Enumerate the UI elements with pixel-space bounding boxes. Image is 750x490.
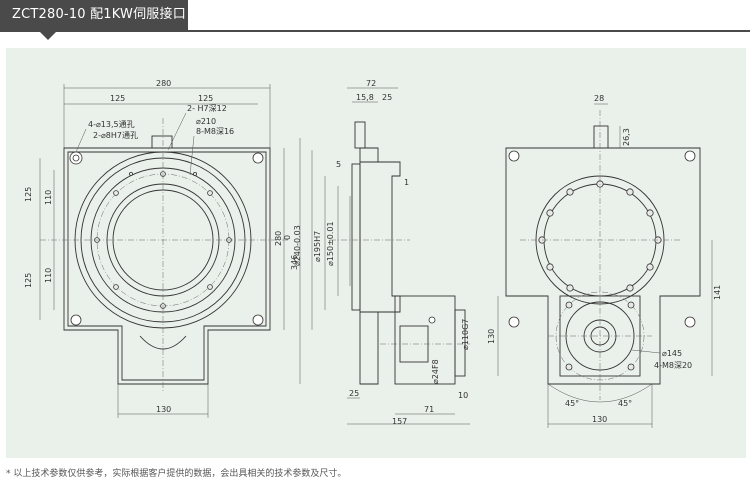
- footnote: * 以上技术参数仅供参考，实际根据客户提供的数据，会出具相关的技术参数及尺寸。: [6, 469, 347, 479]
- side-dim-110g7: ⌀110G7: [461, 319, 470, 350]
- front-dim-346: 346: [290, 255, 299, 270]
- side-dim-157: 157: [392, 417, 407, 426]
- page-title-tab: ZCT280-10 配1KW伺服接口: [0, 0, 188, 30]
- side-dim-15-8: 15,8: [356, 93, 374, 102]
- rear-view: 28 26,3 141 130 ⌀145 4-M8深20 45° 45° 130: [487, 94, 722, 428]
- callout-tapped: 8-M8深16: [196, 127, 234, 136]
- side-view: 72 15,8 25 5 1 0 ⌀240-0.03 ⌀195H7 ⌀150±0…: [283, 79, 470, 426]
- side-dim-10: 10: [458, 391, 468, 400]
- rear-dim-145: ⌀145: [662, 349, 682, 358]
- rear-dim-28: 28: [594, 94, 604, 103]
- front-dim-125-upper: 125: [24, 187, 33, 202]
- side-dim-25-top: 25: [382, 93, 392, 102]
- callout-top-pin: 2- H7深12: [187, 104, 227, 113]
- front-dim-280-right: 280: [274, 231, 283, 246]
- front-dim-110-lower: 110: [44, 268, 53, 283]
- front-plate-inner-outline: [67, 151, 267, 381]
- side-dim-72: 72: [366, 79, 376, 88]
- callout-pcd: ⌀210: [196, 117, 216, 126]
- rear-dim-130-left: 130: [487, 329, 496, 344]
- rear-bolt-holes: [538, 180, 662, 292]
- side-dim-150: ⌀150±0.01: [326, 221, 335, 266]
- front-dim-125-right: 125: [198, 94, 213, 103]
- side-dim-24f8: ⌀24F8: [431, 359, 440, 384]
- front-top-connector: [151, 135, 173, 149]
- rear-hole-br: [684, 316, 696, 328]
- side-dim-195: ⌀195H7: [313, 231, 322, 262]
- side-housing: [359, 147, 401, 385]
- title-underline: [0, 30, 750, 32]
- callout-pin-hole: 2-⌀8H7通孔: [93, 130, 138, 140]
- rear-dim-m8: 4-M8深20: [654, 361, 692, 370]
- rear-hole-bl: [508, 316, 520, 328]
- front-bolt-holes: [94, 171, 232, 309]
- side-flange: [351, 163, 361, 311]
- front-dim-110-upper: 110: [44, 190, 53, 205]
- drawing-panel: 280 125 125 125 125 110 110 280 346 130 …: [6, 48, 746, 458]
- rear-dim-141: 141: [713, 285, 722, 300]
- front-dim-280: 280: [156, 79, 171, 88]
- rear-dim-130-bottom: 130: [592, 415, 607, 424]
- rear-top-connector: [593, 125, 609, 149]
- front-view: 280 125 125 125 125 110 110 280 346 130 …: [24, 79, 301, 418]
- side-dim-240: ⌀240-0.03: [293, 225, 302, 266]
- rear-angle-right: 45°: [618, 399, 632, 408]
- rear-hole-tr: [684, 150, 696, 162]
- corner-hole-tl-inner: [72, 154, 80, 162]
- rear-dim-26-3: 26,3: [622, 128, 631, 146]
- page-title: ZCT280-10 配1KW伺服接口: [12, 7, 186, 22]
- front-dim-130: 130: [156, 405, 171, 414]
- callout-thru-hole: 4-⌀13,5通孔: [88, 119, 135, 129]
- side-dim-zero: 0: [283, 235, 292, 240]
- side-dim-5: 5: [336, 160, 341, 169]
- engineering-drawing: 280 125 125 125 125 110 110 280 346 130 …: [24, 79, 722, 428]
- side-top-connector: [354, 121, 366, 149]
- corner-hole-tr: [252, 152, 264, 164]
- front-dim-125-left: 125: [110, 94, 125, 103]
- rear-angle-left: 45°: [565, 399, 579, 408]
- side-motor-adapter: [394, 295, 456, 385]
- side-dim-25-bottom: 25: [349, 389, 359, 398]
- side-access-hole: [428, 316, 436, 324]
- rear-hole-tl: [508, 150, 520, 162]
- front-dim-125-lower: 125: [24, 273, 33, 288]
- side-dim-71: 71: [424, 405, 434, 414]
- rear-angle-arc: [547, 383, 653, 403]
- rear-plate-outline: [505, 147, 701, 385]
- corner-hole-bl: [70, 314, 82, 326]
- title-notch: [40, 32, 56, 40]
- corner-hole-br: [252, 314, 264, 326]
- side-dim-1: 1: [404, 178, 409, 187]
- side-motor-flange: [454, 309, 466, 377]
